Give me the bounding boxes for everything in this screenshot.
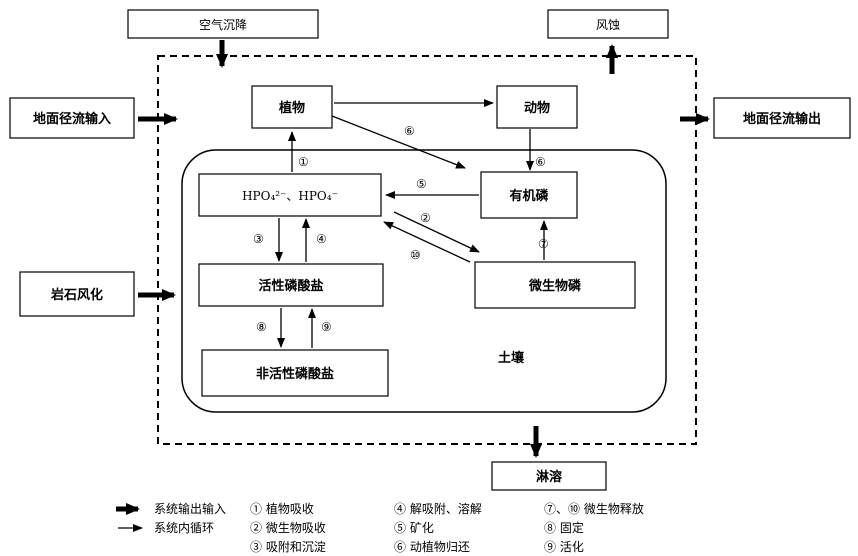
legend-item-8: ⑧ 固定 [544, 520, 584, 535]
active-phosphate-box: 活性磷酸盐 [198, 263, 384, 307]
active-phosphate-label: 活性磷酸盐 [258, 278, 323, 294]
plant-label: 植物 [278, 100, 305, 116]
legend: 系统输出输入 系统内循环 ① 植物吸收 ② 微生物吸收 ③ 吸附和沉淀 ④ 解吸… [116, 501, 644, 554]
arrow-microbial-uptake [393, 211, 480, 253]
arrow-plant-return [331, 115, 466, 169]
label-n10: ⑩ [410, 248, 421, 262]
legend-thick-label: 系统输出输入 [154, 501, 226, 516]
organic-p-label: 有机磷 [509, 188, 549, 204]
inactive-phosphate-box: 非活性磷酸盐 [201, 349, 389, 397]
legend-item-7: ⑦、⑩ 微生物释放 [544, 501, 644, 516]
surface-runoff-out-box: 地面径流输出 [713, 97, 851, 139]
soil-region [181, 149, 667, 413]
leaching-label: 淋溶 [536, 469, 562, 485]
label-n3: ③ [253, 232, 264, 246]
label-n2: ② [420, 211, 431, 225]
label-n6b: ⑥ [535, 155, 546, 169]
label-n8: ⑧ [256, 320, 267, 334]
label-n5: ⑤ [416, 177, 427, 191]
arrow-microbial-release-10 [383, 221, 471, 263]
surface-runoff-in-label: 地面径流输入 [33, 111, 111, 127]
surface-runoff-in-box: 地面径流输入 [9, 97, 135, 139]
animal-label: 动物 [524, 100, 550, 116]
hpo4-label: HPO₄²⁻、HPO₄⁻ [242, 189, 338, 203]
rock-weathering-label: 岩石风化 [50, 287, 103, 303]
organic-p-box: 有机磷 [480, 171, 578, 219]
microbial-p-box: 微生物磷 [474, 261, 636, 309]
air-deposition-box: 空气沉降 [127, 9, 319, 39]
label-n6a: ⑥ [404, 124, 415, 138]
plant-box: 植物 [251, 85, 333, 129]
wind-erosion-box: 风蚀 [547, 9, 669, 39]
label-n1: ① [298, 155, 309, 169]
microbial-p-label: 微生物磷 [528, 278, 582, 294]
system-boundary [157, 55, 697, 445]
air-deposition-label: 空气沉降 [199, 17, 247, 32]
legend-item-6: ⑥ 动植物归还 [394, 539, 470, 554]
surface-runoff-out-label: 地面径流输出 [743, 111, 821, 127]
inactive-phosphate-label: 非活性磷酸盐 [256, 366, 334, 382]
animal-box: 动物 [496, 85, 578, 129]
legend-thin-label: 系统内循环 [154, 521, 214, 535]
label-n7: ⑦ [538, 237, 549, 251]
leaching-box: 淋溶 [491, 461, 607, 491]
hpo4-box: HPO₄²⁻、HPO₄⁻ [198, 173, 382, 217]
wind-erosion-label: 风蚀 [596, 18, 620, 32]
legend-item-9: ⑨ 活化 [544, 540, 584, 554]
label-n4: ④ [316, 232, 327, 246]
legend-item-5: ⑤ 矿化 [394, 521, 434, 535]
legend-item-1: ① 植物吸收 [250, 501, 314, 516]
rock-weathering-box: 岩石风化 [19, 271, 135, 317]
legend-item-2: ② 微生物吸收 [250, 521, 326, 535]
label-n9: ⑨ [321, 320, 332, 334]
legend-item-4: ④ 解吸附、溶解 [394, 501, 482, 516]
legend-item-3: ③ 吸附和沉淀 [250, 540, 326, 554]
soil-label: 土壤 [498, 350, 525, 366]
